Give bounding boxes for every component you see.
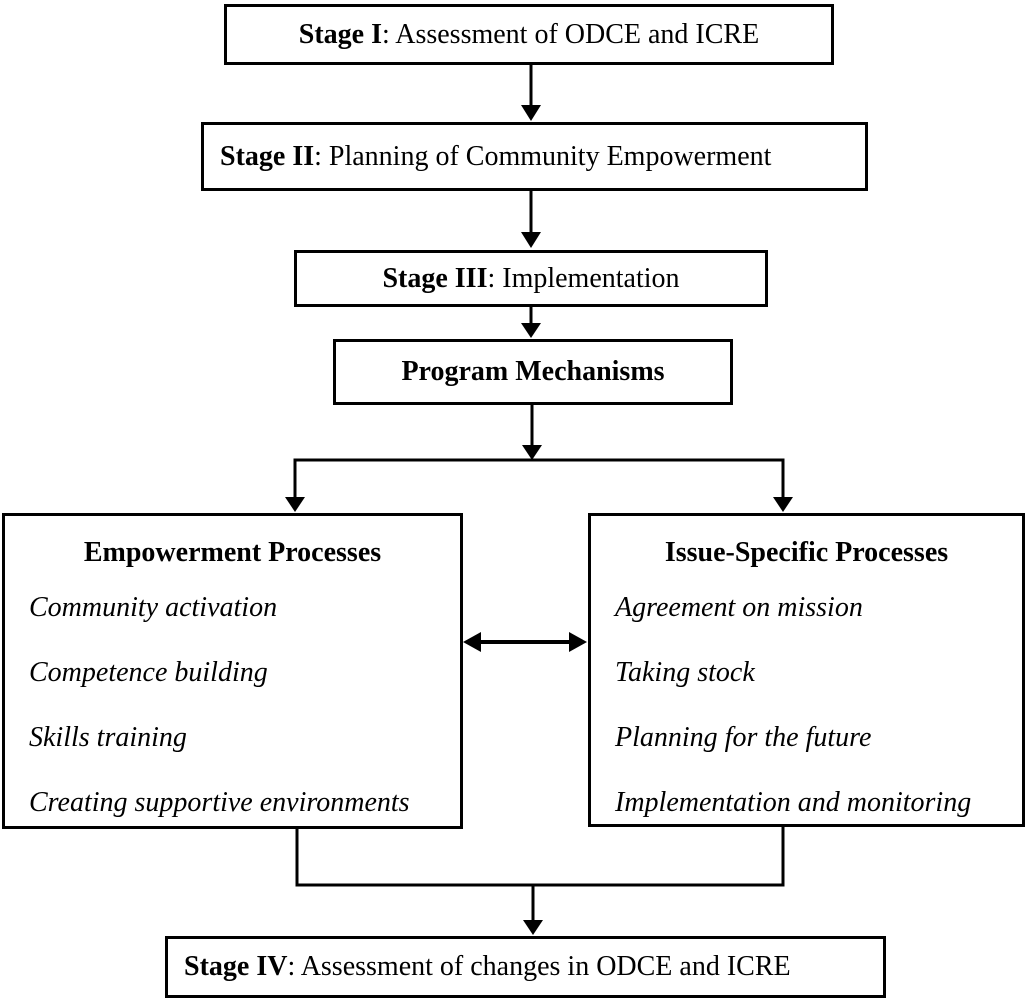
stage3-label-rest: : Implementation	[487, 262, 680, 294]
program-mechanisms-box: Program Mechanisms	[333, 339, 733, 405]
stage4-label-bold: Stage IV	[184, 951, 288, 982]
empowerment-panel-title: Empowerment Processes	[83, 537, 382, 568]
stage2-label: Stage II: Planning of Community Empowerm…	[220, 141, 771, 173]
stage4-box: Stage IV: Assessment of changes in ODCE …	[165, 936, 886, 998]
empowerment-item: Community activation	[29, 592, 278, 623]
issue-item: Agreement on mission	[615, 592, 863, 623]
arrow-head-icon	[523, 920, 543, 935]
merge-line	[295, 827, 785, 887]
split-line	[293, 458, 785, 498]
double-arrow-between-panels	[463, 632, 587, 652]
stage2-label-bold: Stage II	[220, 140, 315, 172]
issue-item: Taking stock	[615, 657, 755, 688]
empowerment-item: Creating supportive environments	[29, 787, 410, 818]
arrow-head-icon	[773, 497, 793, 512]
stage4-label-rest: : Assessment of changes in ODCE and ICRE	[287, 951, 791, 982]
stage1-label-rest: : Assessment of ODCE and ICRE	[382, 18, 760, 50]
empowerment-processes-panel: Empowerment Processes Community activati…	[2, 513, 463, 829]
arrow-head-icon	[521, 232, 541, 248]
merge-connector	[295, 827, 785, 935]
split-connector	[285, 458, 793, 512]
stage3-label: Stage III: Implementation	[382, 263, 679, 295]
arrow-head-icon	[522, 445, 542, 460]
arrow-head-right-icon	[569, 632, 587, 652]
issue-specific-processes-panel: Issue-Specific Processes Agreement on mi…	[588, 513, 1025, 827]
issue-item: Implementation and monitoring	[615, 787, 972, 818]
arrow-head-icon	[521, 323, 541, 338]
stage1-label-bold: Stage I	[298, 18, 382, 50]
stage2-label-rest: : Planning of Community Empowerment	[314, 140, 772, 172]
program-mechanisms-label: Program Mechanisms	[401, 356, 665, 387]
empowerment-item: Skills training	[29, 722, 187, 753]
arrow-stage1-to-stage2	[521, 64, 541, 121]
stage4-label: Stage IV: Assessment of changes in ODCE …	[184, 951, 791, 983]
arrow-head-icon	[521, 105, 541, 121]
arrow-head-icon	[285, 497, 305, 512]
stage3-label-bold: Stage III	[382, 262, 488, 294]
arrow-stage2-to-stage3	[521, 190, 541, 248]
arrow-head-left-icon	[463, 632, 481, 652]
stage1-box: Stage I: Assessment of ODCE and ICRE	[224, 4, 834, 65]
arrow-stage3-to-mechanisms	[521, 307, 541, 338]
issue-panel-title: Issue-Specific Processes	[664, 537, 949, 568]
stage3-box: Stage III: Implementation	[294, 250, 768, 307]
arrow-mechanisms-to-split	[522, 405, 542, 460]
issue-item: Planning for the future	[615, 722, 872, 753]
stage2-box: Stage II: Planning of Community Empowerm…	[201, 122, 868, 191]
empowerment-item: Competence building	[29, 657, 268, 688]
stage1-label: Stage I: Assessment of ODCE and ICRE	[299, 19, 759, 51]
